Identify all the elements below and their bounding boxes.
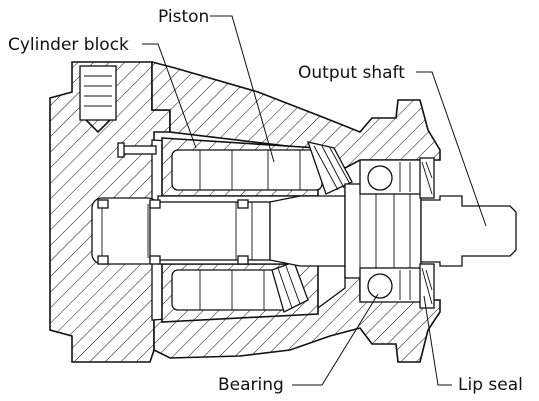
label-piston: Piston (158, 7, 275, 163)
label-output-shaft: Output shaft (298, 63, 487, 227)
lip-seal (419, 157, 435, 309)
locating-pin (117, 142, 157, 158)
piston-label: Piston (158, 7, 209, 27)
label-bearing: Bearing (218, 293, 379, 395)
upper-piston (171, 141, 353, 195)
upper-housing (151, 60, 441, 169)
output-shaft-label: Output shaft (298, 63, 405, 83)
lower-piston (171, 261, 309, 313)
shaft (91, 183, 517, 279)
upper-bearing (359, 159, 425, 195)
label-cylinder-block: Cylinder block (8, 35, 197, 149)
lower-bearing (359, 267, 425, 303)
lip-seal-label: Lip seal (458, 375, 523, 395)
retaining-rings (97, 199, 249, 265)
port-plug (79, 65, 117, 134)
bearing-label: Bearing (218, 375, 284, 395)
cylinder-block-label: Cylinder block (8, 35, 129, 55)
label-lip-seal: Lip seal (423, 295, 523, 395)
